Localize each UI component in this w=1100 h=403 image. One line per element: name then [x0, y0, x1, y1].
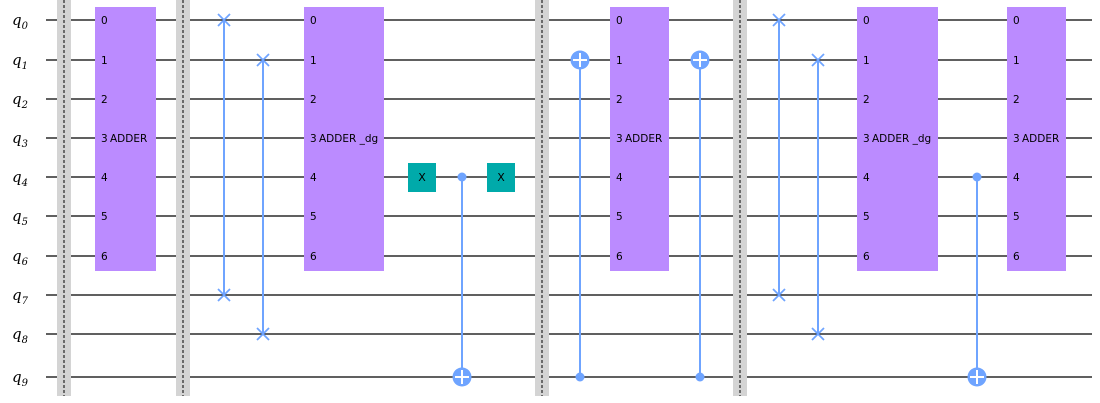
adder-gate: 0 1 2 3 ADDER 4 5 6 — [610, 7, 669, 271]
adder-gate-name: ADDER _dg — [319, 133, 378, 145]
adder-gate-name: ADDER _dg — [872, 133, 931, 145]
swap-cross-icon — [772, 288, 786, 302]
adder-pin-label: 6 — [616, 251, 623, 263]
cnot-targets — [452, 50, 987, 387]
adder-gate-name: ADDER — [625, 133, 662, 145]
adder-pin-label: 2 — [101, 94, 108, 106]
barrier — [57, 0, 71, 396]
cnot-target-icon — [570, 50, 590, 70]
x-gate: X — [408, 163, 436, 192]
barrier — [733, 0, 747, 396]
adder-pin-label: 3 — [310, 133, 317, 145]
cnot-target-icon — [690, 50, 710, 70]
control-dots — [457, 172, 982, 382]
control-dot — [575, 372, 585, 382]
adder-pin-label: 6 — [101, 251, 108, 263]
adder-pin-label: 4 — [863, 172, 870, 184]
adder-pin-label: 0 — [863, 15, 870, 27]
adder-gate-box — [1007, 7, 1066, 271]
adder-pin-label: 1 — [616, 55, 623, 67]
swap-gates — [217, 13, 825, 341]
adder-pin-label: 6 — [1013, 251, 1020, 263]
adder-pin-label: 5 — [863, 211, 870, 223]
adder-pin-label: 3 — [101, 133, 108, 145]
swap-cross-icon — [256, 327, 270, 341]
adder-pin-label: 0 — [1013, 15, 1020, 27]
barrier — [176, 0, 190, 396]
cnot-target-icon — [967, 367, 987, 387]
adder-pin-label: 3 — [616, 133, 623, 145]
adder-pin-label: 5 — [101, 211, 108, 223]
barrier — [535, 0, 549, 396]
adder-pin-label: 5 — [310, 211, 317, 223]
qubit-label-q5: q5 — [12, 207, 28, 228]
swap-cross-icon — [217, 13, 231, 27]
adder-pin-label: 5 — [1013, 211, 1020, 223]
control-dot — [457, 172, 467, 182]
qubit-wires — [46, 19, 1092, 378]
adder-pin-label: 1 — [1013, 55, 1020, 67]
x-gate: X — [487, 163, 515, 192]
qubit-label-q7: q7 — [12, 286, 29, 307]
adder-pin-label: 1 — [101, 55, 108, 67]
adder-pin-label: 1 — [863, 55, 870, 67]
cnot-target-icon — [452, 367, 472, 387]
adder-pin-label: 2 — [1013, 94, 1020, 106]
adder-pin-label: 4 — [310, 172, 317, 184]
adder-dg-gate: 0 1 2 3 ADDER _dg 4 5 6 — [857, 7, 938, 271]
adder-pin-label: 4 — [101, 172, 108, 184]
adder-pin-label: 0 — [310, 15, 317, 27]
qubit-label-q2: q2 — [12, 90, 28, 111]
adder-dg-gate: 0 1 2 3 ADDER _dg 4 5 6 — [304, 7, 384, 271]
qubit-label-q0: q0 — [12, 11, 29, 32]
control-dot — [972, 172, 982, 182]
x-gate-label: X — [418, 171, 426, 184]
adder-pin-label: 6 — [310, 251, 317, 263]
adder-pin-label: 3 — [1013, 133, 1020, 145]
swap-cross-icon — [256, 53, 270, 67]
qubit-label-q3: q3 — [12, 129, 28, 150]
barriers — [57, 0, 747, 396]
adder-gate-name: ADDER — [110, 133, 147, 145]
adder-pin-label: 5 — [616, 211, 623, 223]
adder-gate: 0 1 2 3 ADDER 4 5 6 — [95, 7, 156, 271]
qubit-label-q1: q1 — [12, 51, 28, 72]
adder-gate-box — [304, 7, 384, 271]
adder-gate-box — [610, 7, 669, 271]
swap-cross-icon — [217, 288, 231, 302]
swap-cross-icon — [811, 327, 825, 341]
x-gate-label: X — [497, 171, 505, 184]
adder-pin-label: 2 — [863, 94, 870, 106]
connection-lines — [223, 20, 978, 377]
adder-pin-label: 4 — [1013, 172, 1020, 184]
qubit-label-q4: q4 — [12, 168, 28, 189]
swap-cross-icon — [811, 53, 825, 67]
adder-pin-label: 4 — [616, 172, 623, 184]
adder-pin-label: 0 — [101, 15, 108, 27]
adder-pin-label: 0 — [616, 15, 623, 27]
swap-cross-icon — [772, 13, 786, 27]
adder-pin-label: 2 — [616, 94, 623, 106]
adder-gate-box — [857, 7, 938, 271]
qubit-label-q9: q9 — [12, 368, 29, 389]
adder-gate: 0 1 2 3 ADDER 4 5 6 — [1007, 7, 1066, 271]
qubit-label-q6: q6 — [12, 247, 29, 268]
adder-pin-label: 2 — [310, 94, 317, 106]
qubit-label-q8: q8 — [12, 325, 28, 346]
qubit-labels: q0 q1 q2 q3 q4 q5 q6 q7 q8 q9 — [12, 11, 29, 389]
adder-gate-name: ADDER — [1022, 133, 1059, 145]
control-dot — [695, 372, 705, 382]
adder-gate-box — [95, 7, 156, 271]
adder-pin-label: 1 — [310, 55, 317, 67]
adder-pin-label: 3 — [863, 133, 870, 145]
adder-pin-label: 6 — [863, 251, 870, 263]
